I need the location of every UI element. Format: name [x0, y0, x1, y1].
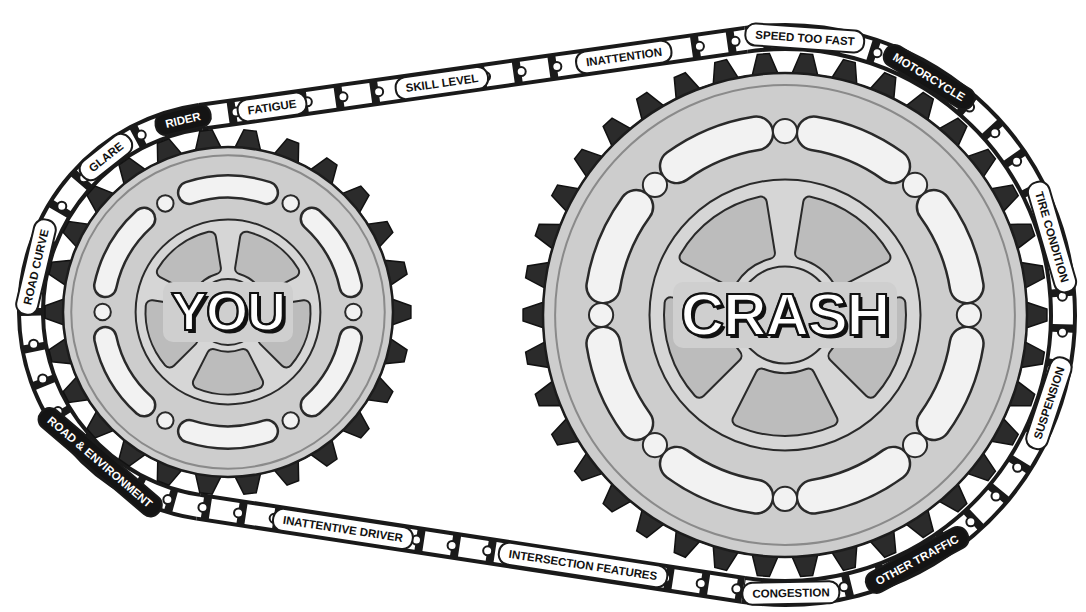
sprocket-rim — [71, 155, 385, 469]
bolt-hole — [589, 303, 613, 327]
chain-pin — [991, 492, 1000, 501]
sprocket-slot — [312, 219, 351, 286]
bolt-hole — [345, 304, 362, 321]
sprocket: CRASH — [507, 37, 1063, 593]
sprocket-teeth — [45, 130, 411, 495]
sprocket-slot — [934, 207, 967, 286]
sprocket-title: YOU — [163, 282, 293, 341]
chain-pin — [697, 579, 706, 588]
chain-pin — [732, 584, 741, 593]
chain-pin — [29, 340, 38, 349]
bolt-hole — [773, 487, 797, 511]
chain-arcs — [31, 37, 1063, 593]
chain-pin — [374, 87, 383, 96]
sprocket-slot — [603, 207, 636, 286]
chain-pin — [163, 495, 172, 504]
sprocket-slot — [105, 219, 144, 286]
sprocket-slot — [603, 344, 636, 423]
sprocket-slot — [814, 464, 893, 497]
sprocket-hub — [649, 179, 920, 450]
bolt-hole — [773, 119, 797, 143]
sprocket-slot — [934, 344, 967, 423]
sprocket-drawing — [45, 130, 411, 495]
sprocket-body — [543, 73, 1027, 557]
bolt-hole — [94, 304, 111, 321]
chain-pin — [873, 48, 882, 57]
bolt-hole — [643, 433, 667, 457]
sprocket-slot — [814, 133, 893, 166]
chain-pin — [483, 546, 492, 555]
bolt-hole — [903, 433, 927, 457]
chain-pin — [1012, 157, 1021, 166]
sprocket-slot — [934, 344, 967, 423]
sprocket-slot — [312, 338, 351, 405]
sprocket-slot — [105, 338, 144, 405]
hub-window — [733, 369, 838, 436]
sprocket-teeth — [523, 53, 1047, 576]
chain-pin — [338, 92, 347, 101]
chain-links — [27, 33, 1067, 597]
sprocket-slot — [934, 207, 967, 286]
bolt-hole — [157, 195, 174, 212]
sprocket-slot — [189, 187, 267, 193]
bolt-hole — [157, 412, 174, 429]
sprocket-slot — [677, 464, 756, 497]
chain-pin — [1058, 328, 1067, 337]
sprocket-slot — [105, 338, 144, 405]
factor-link: INTERSECTION FEATURES — [496, 541, 670, 591]
chain-pin — [137, 131, 146, 140]
chain-pin — [552, 62, 561, 71]
chain-pin — [990, 128, 999, 137]
chain-link-plates — [31, 37, 1063, 593]
sprocket-body — [63, 147, 393, 477]
sprocket-slot — [677, 133, 756, 166]
chain-pin — [38, 374, 47, 383]
chain-pin — [840, 582, 849, 591]
factor-link: FATIGUE — [235, 90, 309, 124]
sprocket-slot — [677, 464, 756, 497]
sprocket-slot — [814, 464, 893, 497]
hub-window — [193, 349, 263, 394]
chain-pin — [448, 541, 457, 550]
chain-pin — [517, 67, 526, 76]
bolt-hole — [282, 412, 299, 429]
bolt-hole — [643, 173, 667, 197]
factor-link: CONGESTION — [741, 580, 841, 606]
sprocket-slot — [603, 344, 636, 423]
factor-link: INATTENTIVE DRIVER — [271, 506, 416, 551]
chain-pin — [966, 517, 975, 526]
sprocket-slot — [814, 133, 893, 166]
sprocket-slot — [189, 431, 267, 437]
sprocket-slot — [677, 133, 756, 166]
sprocket-rim — [555, 85, 1015, 545]
sprocket-slot — [312, 219, 351, 286]
chain-pin — [234, 508, 243, 517]
sprocket-slot — [105, 219, 144, 286]
sprocket-slot — [312, 338, 351, 405]
chain-pin — [57, 202, 66, 211]
sprocket-title: CRASH — [673, 282, 897, 348]
bolt-hole — [282, 195, 299, 212]
sprocket-hub — [136, 220, 321, 405]
sprocket-slot — [189, 187, 267, 193]
bolt-hole — [903, 173, 927, 197]
sprocket-slot — [189, 431, 267, 437]
chain-pin — [731, 37, 740, 46]
chain-pin — [198, 503, 207, 512]
sprocket-drawing — [523, 53, 1047, 576]
chain-pin — [695, 42, 704, 51]
sprocket-slot — [603, 207, 636, 286]
bolt-hole — [957, 303, 981, 327]
chain-pin — [1013, 463, 1022, 472]
